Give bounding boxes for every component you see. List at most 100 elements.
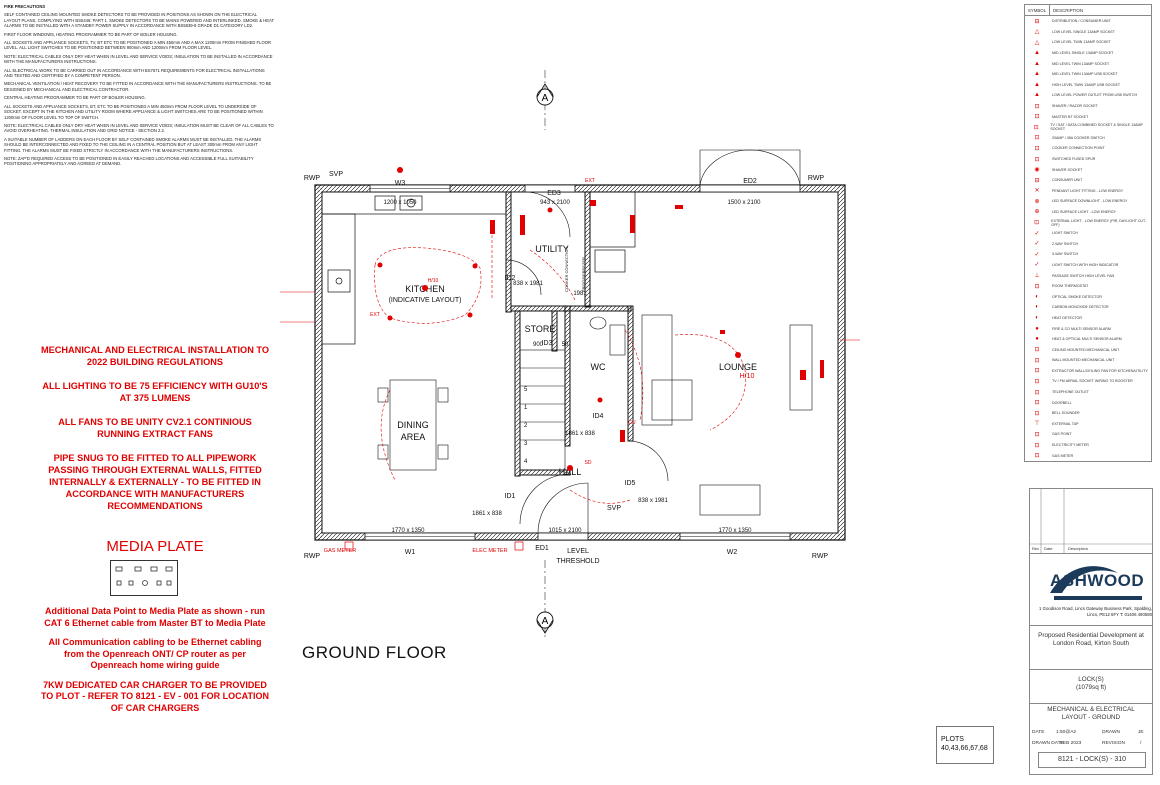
legend-symbol-icon: ⊡ <box>1034 145 1040 152</box>
dim-w1: 1770 x 1350 <box>391 528 425 534</box>
legend-symbol-icon: △ <box>1034 29 1040 36</box>
legend-row: ●FIRE & CO MULTI SENSOR ALARM <box>1025 323 1151 334</box>
legend-symbol-icon: ⊡ <box>1034 368 1040 375</box>
legend-symbol-icon: ⊡ <box>1034 400 1040 407</box>
window-label-w1: W1 <box>405 549 416 556</box>
room-label-kitchen-sub: (INDICATIVE LAYOUT) <box>389 297 462 304</box>
legend-row: ✓2-WAY SWITCH <box>1025 238 1151 249</box>
door-label-id5: ID5 <box>625 480 636 487</box>
legend-symbol-icon: ▲ <box>1034 92 1040 99</box>
company-name: ASHWOOD <box>1050 571 1145 590</box>
rev-description-header: Description <box>1068 546 1089 551</box>
notes-heading: FIRE PRECAUTIONS <box>4 4 46 9</box>
dim-id3: 1981 <box>573 291 587 297</box>
dim-id2: 838 x 1981 <box>513 281 543 287</box>
legend-description: FIRE & CO MULTI SENSOR ALARM <box>1052 326 1111 331</box>
legend-symbol-icon: ⊕ <box>1034 209 1040 216</box>
company-address: 1 Goodison Road, Lincs Gateway Business … <box>1039 606 1152 617</box>
dim-store: 900 <box>533 342 544 348</box>
legend-symbol-icon: ⊡ <box>1034 114 1040 121</box>
drawn-date-label: DRAWN DATE <box>1032 741 1064 746</box>
note-paragraph: FIRST FLOOR WINDOWS, HEATING PROGRAMMER … <box>4 31 178 37</box>
legend-description: TV / FM AERIAL SOCKET WIRING TO BOOSTER <box>1052 379 1133 384</box>
legend-description: MASTER BT SOCKET <box>1052 114 1089 119</box>
legend-row: ◐HEAT DETECTOR <box>1025 313 1151 324</box>
staircase: 1 2 3 4 5 <box>519 349 566 471</box>
revision-value: / <box>1140 741 1142 746</box>
regulation-notes: MECHANICAL AND ELECTRICAL INSTALLATION T… <box>40 344 270 524</box>
legend-row: ⊡DOORBELL <box>1025 397 1151 408</box>
legend-row: ⊡GAS POINT <box>1025 429 1151 440</box>
legend-symbol-icon: ✓ <box>1034 251 1040 258</box>
legend-symbol-icon: ◐ <box>1035 293 1039 300</box>
legend-row: ✓3-WAY SWITCH <box>1025 249 1151 260</box>
regulation-note: MECHANICAL AND ELECTRICAL INSTALLATION T… <box>41 345 269 367</box>
legend-row: △ LOW LEVEL TWIN 13AMP SOCKET <box>1025 37 1151 48</box>
external-tags: RWP SVP RWP RWP RWP SVP LEVEL THRESHOLD <box>304 171 829 565</box>
section-marker-top: A <box>536 70 554 130</box>
h10-label: H/10 <box>428 278 439 284</box>
cooker-note: COOKER CONNECTION <box>564 247 569 292</box>
legend-description: EXTERNAL LIGHT - LOW ENERGY (PIR, DAYLIG… <box>1051 218 1147 227</box>
note-paragraph: CENTRAL HEATING PROGRAMMER TO BE PART OF… <box>4 95 146 101</box>
section-a-label: A <box>542 616 549 627</box>
legend-row: ●HEAT & OPTICAL MULTI SENSOR ALARM <box>1025 334 1151 345</box>
legend-row: ⊡TELEPHONE OUTLET <box>1025 387 1151 398</box>
legend-symbol-icon: ⊡ <box>1034 283 1040 290</box>
media-note: 7KW DEDICATED CAR CHARGER TO BE PROVIDED… <box>40 679 270 713</box>
legend-row: ⊟CONSUMER UNIT <box>1025 175 1151 186</box>
h10-label: H/10 <box>740 373 755 380</box>
legend-row: ◉SHAVER SOCKET <box>1025 164 1151 175</box>
media-note: All Communication cabling to be Ethernet… <box>48 637 262 670</box>
room-label-dining: DINING <box>397 420 429 430</box>
legend-symbol-icon: ▲ <box>1034 50 1040 57</box>
symbol-legend: SYMBOL DESCRIPTION ⊟DISTRIBUTION / CONSU… <box>1024 4 1152 462</box>
legend-symbol-icon: ✕ <box>1034 188 1040 195</box>
dimension-tags: 943 x 2100 1500 x 2100 1200 x 1050 1770 … <box>383 200 761 534</box>
legend-description: DISTRIBUTION / CONSUMER UNIT <box>1052 19 1111 24</box>
legend-row: ⊡SWITCHED FUSED SPUR <box>1025 154 1151 165</box>
legend-symbol-icon: △ <box>1034 39 1040 46</box>
legend-description: MID LEVEL TWIN 13AMP SOCKET <box>1052 61 1110 66</box>
ext-label: EXT <box>370 312 380 318</box>
legend-description: ROOM THERMOSTAT <box>1052 284 1089 289</box>
legend-description: MID LEVEL TWIN 13AMP USB SOCKET <box>1052 72 1118 77</box>
legend-row: △LOW LEVEL SINGLE 13AMP SOCKET <box>1025 27 1151 38</box>
legend-row: ✓LIGHT SWITCH WITH HIGH INDICATOR <box>1025 260 1151 271</box>
legend-description: LED SURFACE DOWNLIGHT - LOW ENERGY <box>1052 199 1128 204</box>
media-notes: Additional Data Point to Media Plate as … <box>40 606 270 722</box>
legend-row: ⊡ EXTERNAL LIGHT - LOW ENERGY (PIR, DAYLI… <box>1025 217 1151 228</box>
legend-symbol-icon: ⊡ <box>1033 124 1039 131</box>
dim-id4: 1861 x 838 <box>565 431 595 437</box>
legend-description: ELECTRICITY METER <box>1052 443 1089 448</box>
openings <box>364 149 801 541</box>
legend-description: CEILING MOUNTED MECHANICAL UNIT <box>1052 347 1120 352</box>
legend-symbol-header: SYMBOL <box>1025 5 1050 15</box>
plots-value: 40,43,66,67,68 <box>941 745 988 752</box>
regulation-note: ALL FANS TO BE UNITY CV2.1 CONTINIOUS RU… <box>58 417 252 439</box>
legend-symbol-icon: ⊡ <box>1034 453 1040 460</box>
note-paragraph: NOTE: ZAP'D REQUIRED ACCESS TO BE POSITI… <box>4 155 254 167</box>
legend-description: SHAVER / RAZOR SOCKET <box>1052 104 1098 109</box>
opening-labels: ED3 ED2 ED1 ID1 ID2 ID3 ID4 ID5 W3 W1 W2 <box>395 178 757 556</box>
legend-description: HIGH LEVEL TWIN 13AMP USB SOCKET <box>1052 82 1121 87</box>
legend-symbol-icon: ⊡ <box>1034 135 1040 142</box>
project-box: Proposed Residential Development at Lond… <box>1030 625 1152 669</box>
media-plate-icon <box>110 560 178 596</box>
legend-description: LOW LEVEL TWIN 13AMP SOCKET <box>1052 40 1111 45</box>
revision-table: Rev Date Description <box>1030 489 1152 554</box>
legend-row: ⊡TV / SAT / DATA COMBINED SOCKET & SINGL… <box>1025 122 1151 133</box>
door-label-id3: ID3 <box>542 340 553 347</box>
stair-number: 5 <box>524 387 528 393</box>
media-plate-title: MEDIA PLATE <box>106 538 204 555</box>
stair-number: 3 <box>524 441 528 447</box>
legend-symbol-icon: ✓ <box>1034 230 1040 237</box>
note-paragraph: MECHANICAL VENTILATION / HEAT RECOVERY T… <box>4 81 272 92</box>
legend-symbol-icon: ⊡ <box>1034 220 1040 227</box>
dim-id5: 838 x 1981 <box>638 498 668 504</box>
level-threshold-label: LEVEL <box>567 548 589 555</box>
legend-rows: ⊟DISTRIBUTION / CONSUMER UNIT△LOW LEVEL … <box>1025 16 1151 461</box>
drawn-date-value: FEB 2023 <box>1060 741 1082 746</box>
legend-symbol-icon: ⊡ <box>1034 442 1040 449</box>
rwp-label: RWP <box>812 553 829 560</box>
